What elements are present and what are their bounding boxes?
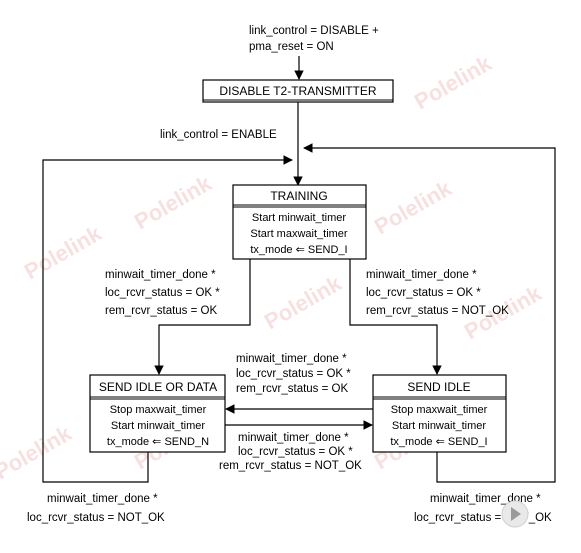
transition-label: rem_rcvr_status = NOT_OK [366,305,509,317]
transition-label: loc_rcvr_status = OK * [236,368,351,380]
transition-label: minwait_timer_done * [105,269,216,281]
state-action: Start maxwait_timer [250,228,348,240]
watermark-text: Polelink [260,270,346,334]
state-action: tx_mode ⇐ SEND_I [390,436,487,448]
watermark-text: Polelink [130,170,216,234]
transition-label: rem_rcvr_status = OK [105,305,217,317]
state-send-idle: SEND IDLE Stop maxwait_timer Start minwa… [372,374,507,453]
transition-label: loc_rcvr_status = NOT_OK [27,512,165,524]
transition-label: rem_rcvr_status = NOT_OK [219,460,362,472]
state-title: TRAINING [270,189,327,203]
transition-label: minwait_timer_done * [430,493,541,505]
watermark-text: Polelink [410,50,496,114]
transition-label: rem_rcvr_status = OK [236,383,348,395]
state-title: SEND IDLE OR DATA [99,380,217,394]
transition-label: minwait_timer_done * [236,353,347,365]
state-action: tx_mode ⇐ SEND_N [107,436,209,448]
state-training: TRAINING Start minwait_timer Start maxwa… [232,184,367,260]
transition-label: loc_rcvr_status = NOT_OK [414,512,552,524]
watermark-text: Polelink [0,420,76,484]
state-title: SEND IDLE [407,380,470,394]
state-title: DISABLE T2-TRANSMITTER [219,84,376,98]
transition-label: minwait_timer_done * [238,432,349,444]
transition-arrow-send-idle-to-training [303,143,556,483]
play-button[interactable] [501,500,529,528]
entry-condition-line: pma_reset = ON [249,41,334,53]
transition-label: link_control = ENABLE [160,129,277,141]
state-disable-t2-transmitter: DISABLE T2-TRANSMITTER [202,79,394,103]
transition-label: loc_rcvr_status = OK * [366,287,481,299]
state-action: Start minwait_timer [392,420,486,432]
watermark-text: Polelink [20,220,106,284]
state-send-idle-or-data: SEND IDLE OR DATA Stop maxwait_timer Sta… [89,374,226,453]
transition-label: loc_rcvr_status = OK * [105,287,220,299]
state-action: Stop maxwait_timer [391,404,488,416]
state-action: tx_mode ⇐ SEND_I [250,244,347,256]
entry-condition-line: link_control = DISABLE + [249,25,379,37]
transition-label: minwait_timer_done * [47,493,158,505]
transition-label: minwait_timer_done * [366,269,477,281]
transition-label: loc_rcvr_status = OK * [238,446,353,458]
transition-arrow-training-to-send-idle [349,259,442,375]
state-action: Start minwait_timer [252,212,346,224]
watermark-text: Polelink [370,175,456,239]
transition-arrow-send-idle-or-data-to-training [42,155,293,483]
transition-arrow-training-to-send-idle-or-data [154,259,251,375]
state-action: Stop maxwait_timer [110,404,207,416]
state-action: Start minwait_timer [111,420,205,432]
